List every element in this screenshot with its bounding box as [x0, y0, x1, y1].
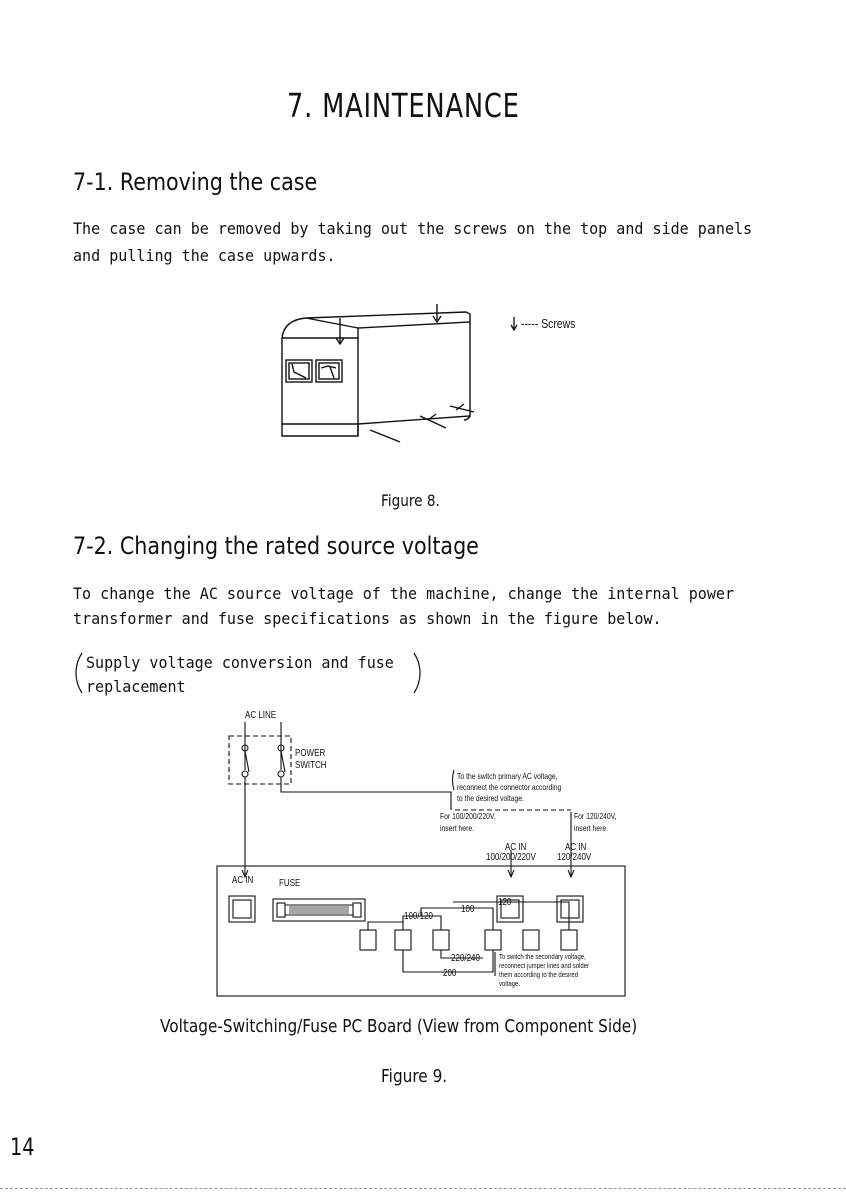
board-caption: Voltage-Switching/Fuse PC Board (View fr… [160, 1016, 638, 1037]
insert-low-line-2: insert here. [440, 823, 475, 833]
figure-8-caption: Figure 8. [381, 491, 440, 510]
tap-220-240-label: 220/240 [451, 953, 480, 964]
insert-high-line-1: For 120/240V, [574, 811, 617, 821]
primary-note-line-3: to the desired voltage. [457, 793, 524, 803]
power-switch-label-1: POWER [295, 748, 326, 759]
ac-in-low-voltage: 100/200/220V [486, 852, 536, 863]
left-bracket [75, 652, 83, 694]
secondary-note-line-2: reconnect jumper lines and solder [499, 961, 590, 970]
fuse-label: FUSE [279, 878, 301, 889]
section2-paragraph-line-2: transformer and fuse specifications as s… [73, 609, 662, 628]
ac-line-label: AC LINE [245, 710, 277, 721]
insert-low-line-1: For 100/200/220V, [440, 811, 496, 821]
page-number: 14 [10, 1133, 35, 1161]
chapter-title: 7. MAINTENANCE [287, 86, 520, 125]
secondary-note-line-1: To switch the secondary voltage, [499, 952, 586, 961]
tap-100-120-label: 100/120 [404, 911, 433, 922]
screw-arrow-icon [510, 317, 518, 332]
section1-paragraph-line-2: and pulling the case upwards. [73, 246, 336, 265]
power-switch-label-2: SWITCH [295, 760, 327, 771]
tap-200-label: 200 [443, 968, 457, 979]
secondary-note-line-4: voltage. [499, 979, 521, 988]
section1-paragraph-line-1: The case can be removed by taking out th… [73, 219, 753, 238]
screws-legend: ----- Screws [521, 316, 576, 331]
section-heading-removing-case: 7-1. Removing the case [73, 168, 318, 196]
tap-100-label: 100 [461, 904, 475, 915]
section2-paragraph-line-1: To change the AC source voltage of the m… [73, 584, 735, 603]
tap-120-label: 120 [498, 897, 512, 908]
ac-in-label: AC IN [232, 875, 254, 886]
section-heading-changing-voltage: 7-2. Changing the rated source voltage [73, 532, 479, 560]
case-drawing [281, 304, 475, 443]
pc-board-diagram [216, 722, 626, 997]
secondary-note-line-3: them according to the desired [499, 970, 579, 979]
figure-9-caption: Figure 9. [381, 1066, 448, 1087]
ac-in-high-label: AC IN [565, 842, 587, 853]
ac-in-low-label: AC IN [505, 842, 527, 853]
primary-note-line-1: To the switch primary AC voltage, [457, 771, 558, 781]
primary-note-line-2: reconnect the connector according [457, 782, 562, 792]
page-bottom-edge [0, 1188, 846, 1190]
right-bracket [413, 652, 421, 694]
insert-high-line-2: insert here. [574, 823, 609, 833]
ac-in-high-voltage: 120/240V [557, 852, 592, 863]
subheading-line-2: replacement [86, 677, 186, 696]
subheading-line-1: Supply voltage conversion and fuse [86, 653, 394, 672]
